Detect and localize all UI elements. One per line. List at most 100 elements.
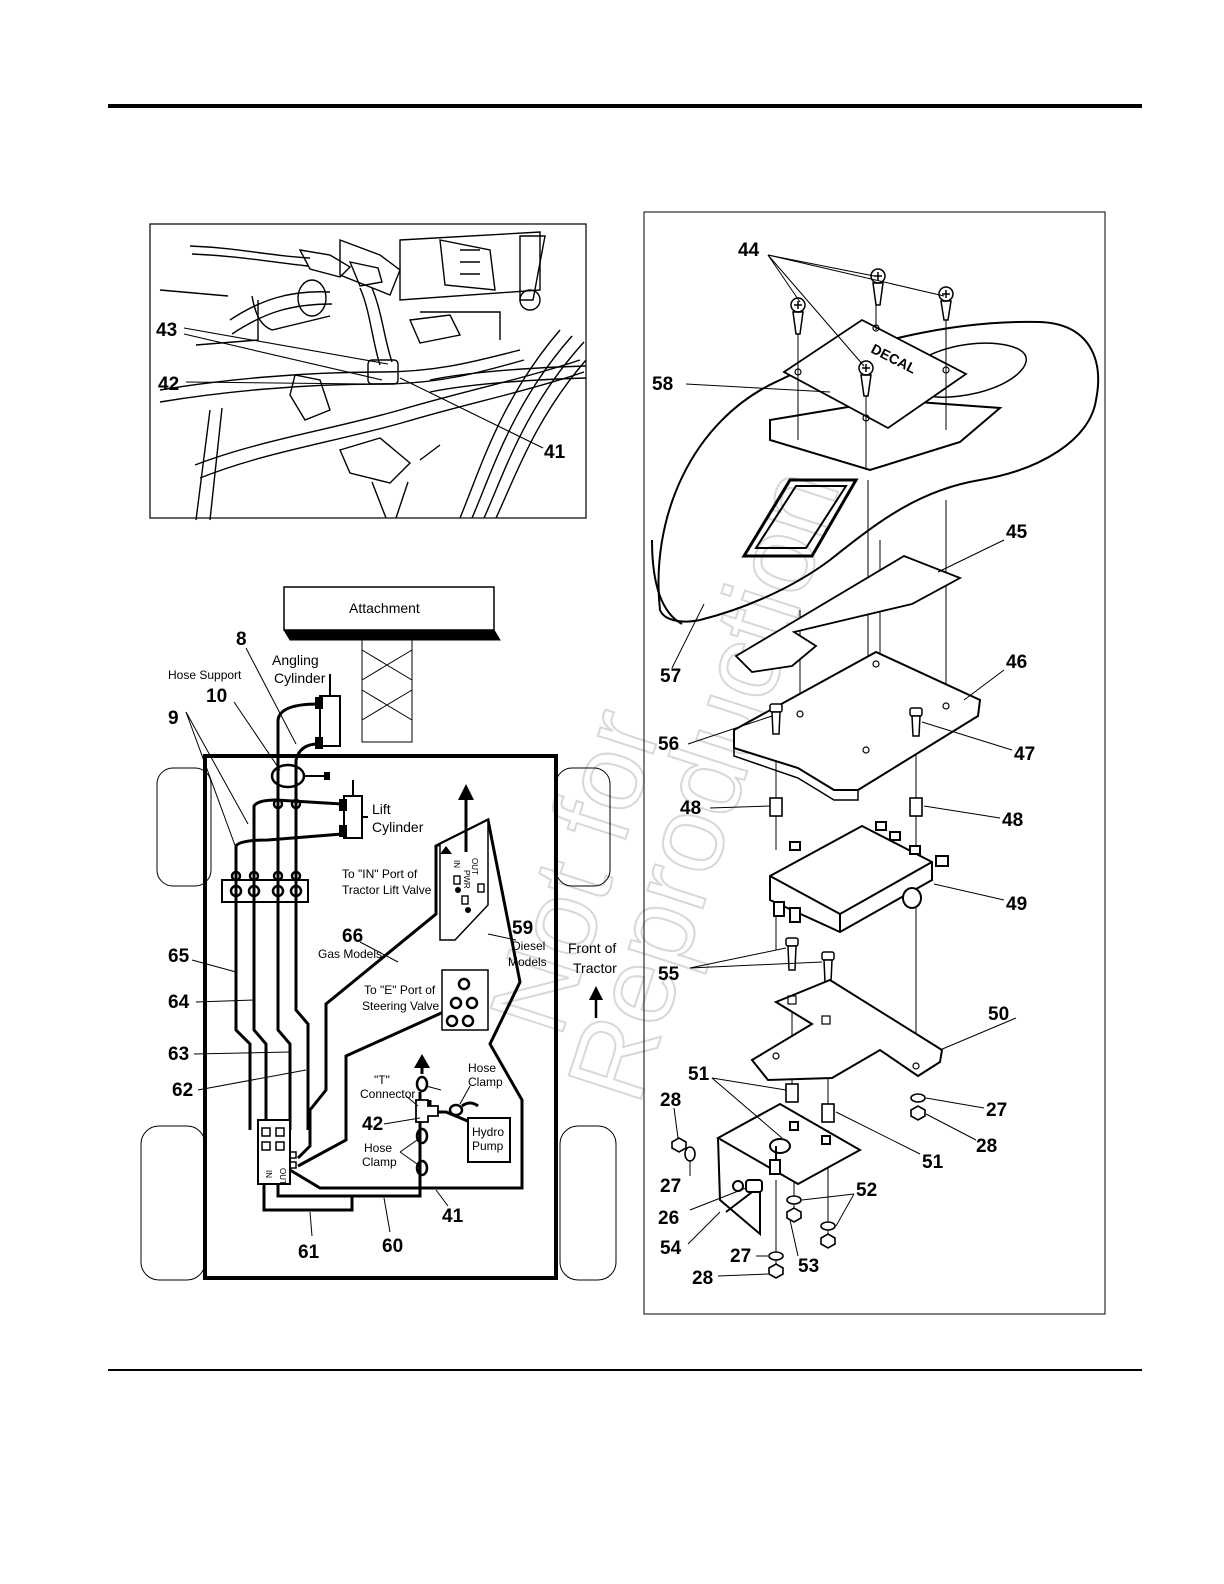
t-quote-label: "T" [374, 1073, 390, 1087]
steering-valve [441, 969, 489, 1031]
lift-valve-pwr-label: PWR [462, 870, 471, 889]
callout-65: 65 [168, 946, 190, 967]
bolt-56 [769, 703, 783, 735]
callout-27-right: 27 [986, 1100, 1007, 1121]
callout-44: 44 [738, 240, 760, 261]
callout-42-schematic: 42 [362, 1114, 383, 1135]
callout-46: 46 [1006, 652, 1027, 673]
hydro-label: Hydro [472, 1125, 504, 1139]
washers-and-nuts [671, 1093, 926, 1279]
angling-label: Angling [272, 652, 319, 668]
pump-label: Pump [472, 1139, 504, 1153]
screw-icon [858, 360, 874, 397]
diesel-label: Diesel [512, 939, 545, 953]
photo-inset-leaders [183, 327, 544, 449]
callout-45: 45 [1006, 522, 1028, 543]
bracket-plate-50 [750, 978, 944, 1082]
control-valve: IN OUT [257, 1119, 297, 1185]
to-e-port-label-2: Steering Valve [362, 999, 439, 1013]
callout-64: 64 [168, 992, 190, 1013]
angling-cylinder [315, 674, 341, 749]
callout-50: 50 [988, 1004, 1009, 1025]
front-arrow-icon [589, 986, 603, 1018]
callout-41-schematic: 41 [442, 1206, 464, 1227]
screw-icon [870, 268, 886, 306]
callout-27-bottom: 27 [730, 1246, 751, 1267]
hose-support-label: Hose Support [168, 668, 242, 682]
to-in-port-label-2: Tractor Lift Valve [342, 883, 432, 897]
callout-42: 42 [158, 374, 179, 395]
callout-54: 54 [660, 1238, 682, 1259]
lift-cylinder-label: Cylinder [372, 819, 424, 835]
header-rule [108, 104, 1142, 108]
hydro-pump: Hydro Pump [467, 1117, 511, 1163]
exploded-view-frame [643, 211, 1106, 1315]
gasket-45 [734, 555, 963, 673]
hydraulic-schematic: Attachment [140, 586, 617, 1281]
tire-front-left [156, 767, 212, 887]
screw-44-set [790, 268, 954, 397]
decal-plate: DECAL [782, 318, 968, 430]
callout-10: 10 [206, 686, 227, 707]
screw-icon [938, 286, 954, 321]
callout-58: 58 [652, 374, 673, 395]
t-connector [414, 1054, 464, 1177]
callout-59: 59 [512, 918, 533, 939]
photo-inset: 43 42 41 [149, 223, 587, 521]
bolt-55-right [821, 951, 835, 983]
front-of-label: Front of [568, 940, 616, 956]
callout-28-bottom: 28 [692, 1268, 713, 1289]
callout-8: 8 [236, 629, 247, 650]
mount-plate-46 [733, 650, 982, 801]
spacer-51-left [785, 1083, 799, 1103]
connector-label: Connector [360, 1087, 415, 1101]
lift-cylinder [339, 780, 368, 839]
bolt-55-left [785, 937, 799, 971]
lift-valve-in-label: IN [452, 860, 461, 868]
models-label: Models [508, 955, 547, 969]
hose-clamp-lower-label-1: Hose [364, 1141, 392, 1155]
callout-41: 41 [544, 442, 566, 463]
gas-models-label: Gas Models [318, 947, 382, 961]
callout-57: 57 [660, 666, 681, 687]
valve-49 [769, 821, 949, 934]
tire-rear-left [140, 1125, 206, 1281]
screw-icon [790, 297, 806, 335]
footer-rule [108, 1369, 1142, 1371]
tire-rear-right [559, 1125, 617, 1281]
callout-53: 53 [798, 1256, 819, 1277]
control-valve-in-label: IN [264, 1170, 273, 1178]
spacer-48-left [769, 797, 783, 817]
callout-56: 56 [658, 734, 679, 755]
lift-label: Lift [372, 801, 391, 817]
callout-62: 62 [172, 1080, 193, 1101]
spacer-51-right [821, 1103, 835, 1123]
callout-51-left: 51 [688, 1064, 710, 1085]
hose-manifold [221, 798, 309, 903]
to-e-port-label-1: To "E" Port of [364, 983, 436, 997]
lift-valve-out-label: OUT [470, 858, 479, 875]
callout-43: 43 [156, 320, 177, 341]
spacer-48-right [909, 797, 923, 817]
bolt-47 [909, 707, 923, 737]
callout-28-right: 28 [976, 1136, 997, 1157]
callout-9: 9 [168, 708, 179, 729]
callout-52: 52 [856, 1180, 877, 1201]
exploded-leaders [671, 254, 1017, 1277]
callout-55: 55 [658, 964, 680, 985]
callout-48-left: 48 [680, 798, 701, 819]
hose-clamp-upper-label-2: Clamp [468, 1075, 503, 1089]
callout-60: 60 [382, 1236, 403, 1257]
callout-48-right: 48 [1002, 810, 1023, 831]
callout-66: 66 [342, 926, 363, 947]
callout-51-right: 51 [922, 1152, 944, 1173]
tractor-label: Tractor [573, 960, 617, 976]
callout-63: 63 [168, 1044, 189, 1065]
callout-28-top-left: 28 [660, 1090, 681, 1111]
bracket-54 [715, 1102, 863, 1237]
control-valve-out-label: OUT [278, 1168, 287, 1185]
angling-cylinder-label: Cylinder [274, 670, 326, 686]
tractor-frame [203, 754, 558, 1280]
callout-47: 47 [1014, 744, 1035, 765]
